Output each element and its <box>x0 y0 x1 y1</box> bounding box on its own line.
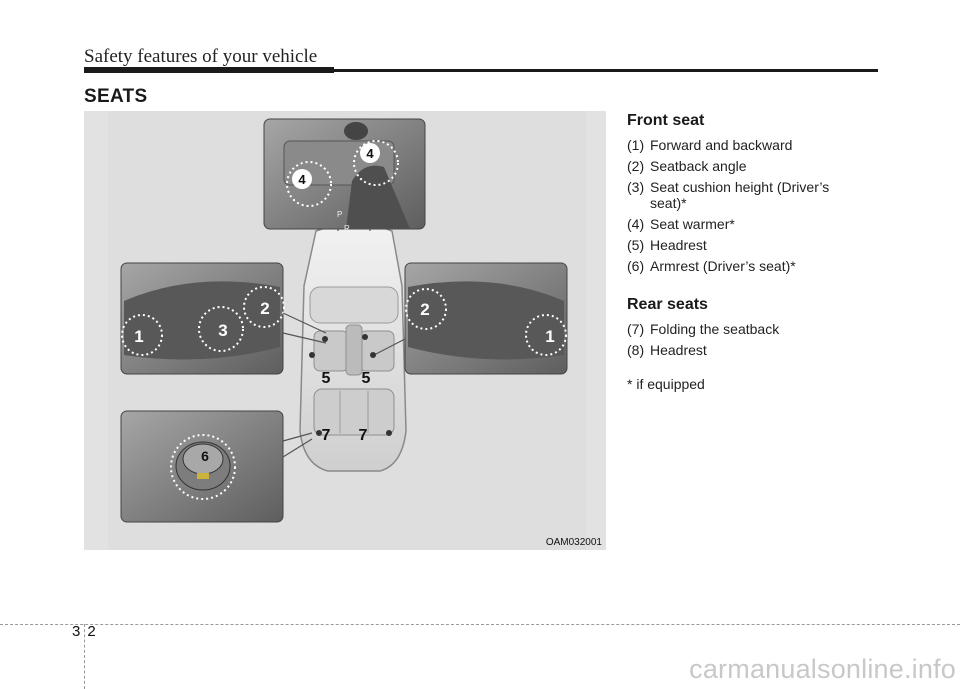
figure-code: OAM032001 <box>545 537 602 548</box>
list-item: (5)Headrest <box>627 237 707 253</box>
callout-6: 6 <box>201 448 209 464</box>
page-index: 2 <box>87 623 96 640</box>
footer-vertical-divider <box>84 624 85 689</box>
armrest-panel: 6 <box>120 410 313 523</box>
list-item: (7)Folding the seatback <box>627 321 780 337</box>
front-seat-heading: Front seat <box>627 112 705 129</box>
passenger-seat-controls-panel: 2 1 <box>373 262 568 375</box>
seat-diagram: 4 4 P R 1 3 2 2 1 <box>108 111 586 550</box>
list-item: (2)Seatback angle <box>627 158 747 174</box>
seat-illustration: 4 4 P R 1 3 2 2 1 <box>84 111 606 550</box>
gear-r: R <box>344 224 350 233</box>
callout-2-left: 2 <box>260 299 269 318</box>
callout-7-left: 7 <box>322 427 331 444</box>
callout-5-left: 5 <box>322 370 331 387</box>
callout-1-left: 1 <box>134 327 143 346</box>
list-item: (1)Forward and backward <box>627 137 793 153</box>
callout-4-left-marker <box>292 169 312 189</box>
list-item: (8)Headrest <box>627 342 707 358</box>
footer-divider <box>0 624 960 625</box>
callout-4-left: 4 <box>298 172 306 187</box>
header-rule <box>84 69 878 72</box>
list-item: (4)Seat warmer* <box>627 216 735 232</box>
callout-4-right: 4 <box>366 146 374 161</box>
seat-descriptions: Front seat (1)Forward and backward (2)Se… <box>627 112 907 392</box>
callout-1-right: 1 <box>545 327 554 346</box>
rear-seats-heading: Rear seats <box>627 296 708 313</box>
callout-3: 3 <box>218 321 227 340</box>
callout-4-right-marker <box>360 143 380 163</box>
footnote: * if equipped <box>627 376 705 392</box>
watermark: carmanualsonline.info <box>689 654 956 684</box>
console-panel: 4 4 P R <box>263 118 426 233</box>
list-item: (6)Armrest (Driver’s seat)* <box>627 258 796 274</box>
callout-5-right: 5 <box>362 370 371 387</box>
car-callouts: 5 5 7 7 <box>309 334 392 444</box>
gear-p: P <box>337 210 342 219</box>
page-section: 3 <box>72 623 81 640</box>
header-title: Safety features of your vehicle <box>84 46 318 67</box>
callout-2-right: 2 <box>420 300 429 319</box>
driver-seat-controls-panel: 1 3 2 <box>120 262 327 375</box>
section-title: SEATS <box>84 86 148 107</box>
callout-7-right: 7 <box>359 427 368 444</box>
